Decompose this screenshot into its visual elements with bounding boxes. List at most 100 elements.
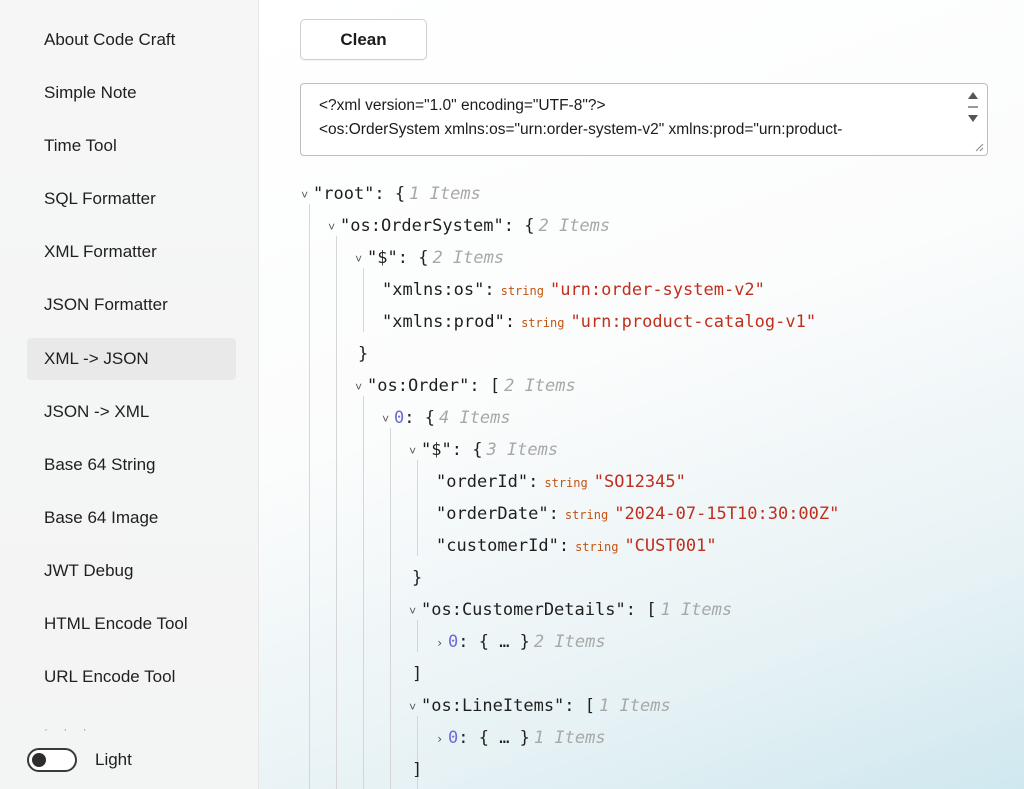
indent-guide: [417, 620, 418, 652]
tree-node-line-items[interactable]: ˅"os:LineItems": [1 Items: [409, 693, 671, 719]
indent-guide: [363, 268, 364, 332]
item-count: 2 Items: [533, 632, 606, 652]
tree-leaf-order-id: "orderId":string"SO12345": [436, 472, 686, 492]
item-count: 3 Items: [486, 440, 559, 460]
sidebar-item-xml-formatter[interactable]: XML Formatter: [44, 242, 157, 261]
closing-brace: }: [412, 568, 423, 588]
expand-caret-icon[interactable]: ˅: [328, 220, 336, 234]
item-count: 2 Items: [538, 216, 611, 236]
tree-node-customer-details-0[interactable]: ›0: { … }2 Items: [436, 629, 606, 655]
collapsed-body[interactable]: { … }: [478, 728, 530, 748]
sidebar-item-url-encode-tool[interactable]: URL Encode Tool: [44, 667, 176, 686]
indent-guide: [336, 236, 337, 789]
resize-grip-icon[interactable]: [974, 142, 984, 152]
node-key: "os:LineItems": [421, 696, 565, 716]
indent-guide: [417, 460, 418, 556]
node-key: "root": [313, 184, 375, 204]
indent-guide: [309, 204, 310, 789]
tree-leaf-customer-id: "customerId":string"CUST001": [436, 536, 717, 556]
node-value: "SO12345": [593, 472, 686, 492]
expand-caret-icon[interactable]: ˅: [301, 188, 309, 202]
collapse-caret-icon[interactable]: ›: [436, 636, 444, 650]
node-index: 0: [448, 728, 459, 748]
toggle-knob: [32, 753, 46, 767]
theme-label: Light: [95, 750, 132, 769]
node-key: "orderDate": [436, 504, 549, 524]
xml-input-text: <?xml version="1.0" encoding="UTF-8"?> <…: [319, 94, 953, 142]
tree-leaf-xmlns-os: "xmlns:os":string"urn:order-system-v2": [382, 280, 765, 300]
node-key: "os:OrderSystem": [340, 216, 504, 236]
collapsed-body[interactable]: { … }: [478, 632, 530, 652]
sidebar-item-html-encode-tool[interactable]: HTML Encode Tool: [44, 614, 188, 633]
value-type: string: [500, 284, 544, 298]
indent-guide: [417, 716, 418, 789]
sidebar-item-about-code-craft[interactable]: About Code Craft: [44, 30, 176, 49]
expand-caret-icon[interactable]: ˅: [355, 380, 363, 394]
tree-leaf-xmlns-prod: "xmlns:prod":string"urn:product-catalog-…: [382, 312, 817, 332]
xml-input-line-2: <os:OrderSystem xmlns:os="urn:order-syst…: [319, 121, 843, 138]
scroll-up-arrow-icon[interactable]: [968, 92, 978, 99]
node-key: "orderId": [436, 472, 529, 492]
value-type: string: [564, 508, 609, 522]
node-index: 0: [394, 408, 405, 428]
node-key: "os:Order": [367, 376, 470, 396]
expand-caret-icon[interactable]: ˅: [409, 604, 417, 618]
tree-node-line-items-0[interactable]: ›0: { … }1 Items: [436, 725, 606, 751]
sidebar-item-sql-formatter[interactable]: SQL Formatter: [44, 189, 156, 208]
tree-node-order[interactable]: ˅"os:Order": [2 Items: [355, 373, 576, 399]
tree-node-root[interactable]: ˅"root": {1 Items: [301, 181, 481, 207]
sidebar-item-jwt-debug[interactable]: JWT Debug: [44, 561, 134, 580]
expand-caret-icon[interactable]: ˅: [409, 700, 417, 714]
tree-node-customer-details[interactable]: ˅"os:CustomerDetails": [1 Items: [409, 597, 732, 623]
collapse-caret-icon[interactable]: ›: [436, 732, 444, 746]
tree-node-attributes[interactable]: ˅"$": {2 Items: [355, 245, 504, 271]
closing-bracket: ]: [412, 760, 423, 777]
sidebar-item-base64-image[interactable]: Base 64 Image: [44, 508, 159, 527]
tree-leaf-order-date: "orderDate":string"2024-07-15T10:30:00Z": [436, 504, 840, 524]
theme-toggle-row: Light: [27, 745, 132, 775]
sidebar-item-json-to-xml[interactable]: JSON -> XML: [44, 402, 150, 421]
theme-toggle-switch[interactable]: [27, 748, 77, 772]
scroll-down-arrow-icon[interactable]: [968, 115, 978, 122]
tree-node-order-0-attributes[interactable]: ˅"$": {3 Items: [409, 437, 558, 463]
expand-caret-icon[interactable]: ˅: [382, 412, 390, 426]
item-count: 1 Items: [409, 184, 481, 204]
scrollbar-thumb[interactable]: [968, 106, 978, 108]
sidebar: About Code Craft Simple Note Time Tool S…: [0, 0, 259, 789]
xml-input-textarea[interactable]: <?xml version="1.0" encoding="UTF-8"?> <…: [300, 83, 988, 156]
tree-node-order-0[interactable]: ˅0: {4 Items: [382, 405, 511, 431]
node-value: "CUST001": [624, 536, 717, 556]
sidebar-item-simple-note[interactable]: Simple Note: [44, 83, 137, 102]
sidebar-item-base64-string[interactable]: Base 64 String: [44, 455, 156, 474]
node-key: "$": [421, 440, 452, 460]
value-type: string: [575, 540, 619, 554]
expand-caret-icon[interactable]: ˅: [409, 444, 417, 458]
node-key: "$": [367, 248, 398, 268]
item-count: 1 Items: [533, 728, 606, 748]
closing-bracket: ]: [412, 664, 423, 684]
item-count: 2 Items: [504, 376, 576, 396]
closing-brace: }: [358, 344, 369, 364]
node-key: "xmlns:os": [382, 280, 485, 300]
sidebar-item-xml-to-json[interactable]: XML -> JSON: [27, 338, 236, 380]
node-key: "xmlns:prod": [382, 312, 505, 332]
node-key: "os:CustomerDetails": [421, 600, 626, 620]
node-value: "urn:order-system-v2": [549, 280, 765, 300]
item-count: 1 Items: [660, 600, 733, 620]
sidebar-item-time-tool[interactable]: Time Tool: [44, 136, 117, 155]
item-count: 2 Items: [432, 248, 505, 268]
item-count: 1 Items: [599, 696, 671, 716]
value-type: string: [544, 476, 588, 490]
node-value: "urn:product-catalog-v1": [570, 312, 817, 332]
indent-guide: [363, 396, 364, 789]
node-value: "2024-07-15T10:30:00Z": [614, 504, 840, 524]
value-type: string: [521, 316, 565, 330]
clean-button[interactable]: Clean: [300, 19, 427, 60]
tree-node-ordersystem[interactable]: ˅"os:OrderSystem": {2 Items: [328, 213, 610, 239]
sidebar-item-cut-off[interactable]: · · ·: [44, 722, 93, 736]
node-index: 0: [448, 632, 459, 652]
json-tree-view: ˅"root": {1 Items ˅"os:OrderSystem": {2 …: [301, 178, 1021, 789]
expand-caret-icon[interactable]: ˅: [355, 252, 363, 266]
node-key: "customerId": [436, 536, 559, 556]
sidebar-item-json-formatter[interactable]: JSON Formatter: [44, 295, 168, 314]
